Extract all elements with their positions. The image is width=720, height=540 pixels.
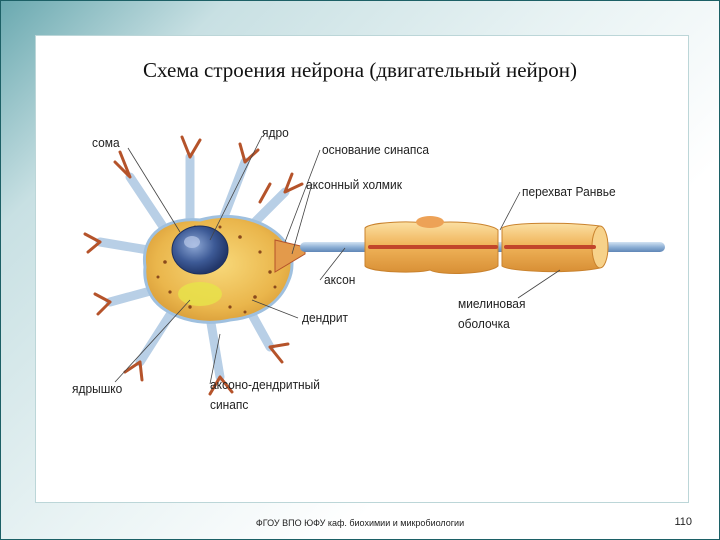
neuron-illustration [70, 122, 670, 420]
neuron-diagram: сома ядро основание синапса аксонный хол… [70, 122, 670, 420]
label-soma: сома [92, 135, 120, 151]
label-nucleolus: ядрышко [72, 381, 122, 397]
label-axon-hillock: аксонный холмик [306, 177, 402, 193]
label-ranvier-node: перехват Ранвье [522, 184, 616, 200]
page-number: 110 [674, 516, 692, 528]
label-axon: аксон [324, 272, 355, 288]
label-axo-dendritic-line1: аксоно-дендритный [210, 377, 320, 393]
nucleolus-region [178, 282, 222, 306]
label-synapse-base: основание синапса [322, 142, 429, 158]
label-myelin-line1: миелиновая [458, 296, 525, 312]
label-nucleus: ядро [262, 125, 289, 141]
label-dendrite: дендрит [302, 310, 348, 326]
label-myelin-line2: оболочка [458, 316, 510, 332]
footer-text: ФГОУ ВПО ЮФУ каф. биохимии и микробиолог… [0, 518, 720, 528]
myelin-segment-1 [365, 216, 498, 273]
slide-title: Схема строения нейрона (двигательный ней… [0, 58, 720, 83]
nucleus [172, 226, 228, 274]
label-axo-dendritic-line2: синапс [210, 397, 248, 413]
